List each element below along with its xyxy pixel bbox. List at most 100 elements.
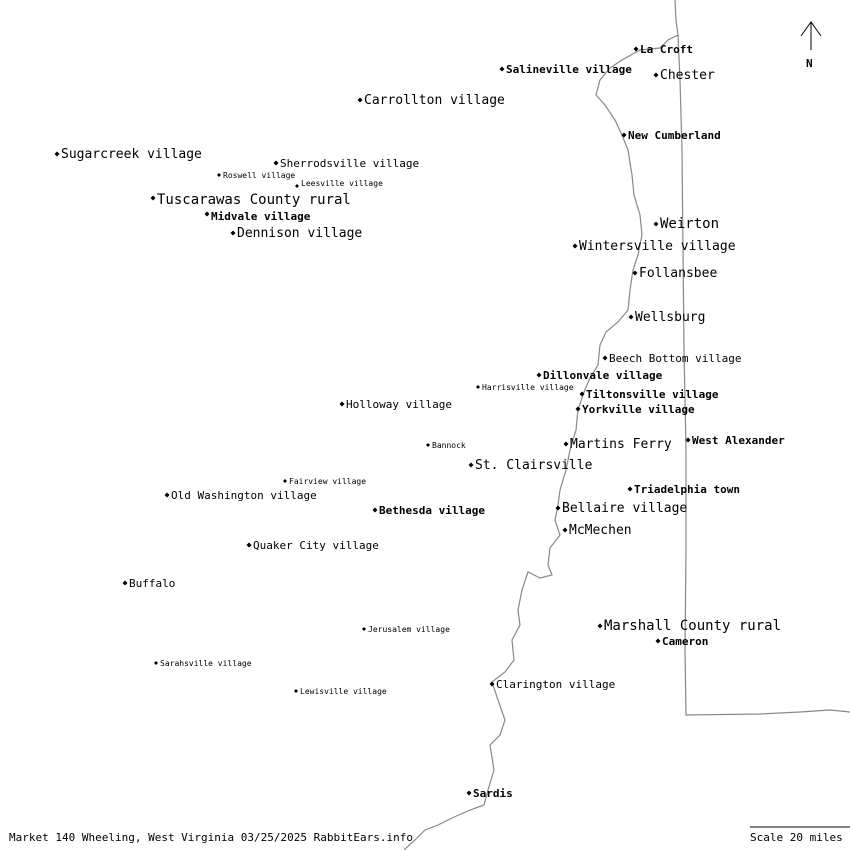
place-marker-icon	[246, 542, 252, 548]
place-marker-icon	[685, 437, 691, 443]
place-jerusalem-village: Jerusalem village	[362, 625, 450, 634]
place-marker-icon	[655, 638, 661, 644]
place-dennison-village: Dennison village	[230, 226, 362, 241]
place-west-alexander: West Alexander	[685, 434, 785, 447]
place-marker-icon	[204, 211, 210, 217]
place-new-cumberland: New Cumberland	[621, 129, 721, 142]
place-holloway-village: Holloway village	[339, 398, 452, 411]
place-label: Triadelphia town	[634, 483, 740, 496]
place-label: Tiltonsville village	[586, 388, 719, 401]
place-marker-icon	[283, 479, 287, 483]
place-marker-icon	[164, 492, 170, 498]
place-label: Wintersville village	[579, 239, 736, 254]
place-marker-icon	[536, 372, 542, 378]
place-marker-icon	[295, 184, 299, 188]
place-marker-icon	[466, 790, 472, 796]
wv-pa-border	[677, 34, 850, 716]
place-label: Fairview village	[289, 477, 366, 486]
place-marker-icon	[653, 221, 659, 227]
place-label: Dillonvale village	[543, 369, 663, 382]
place-marker-icon	[621, 132, 627, 138]
place-label: Weirton	[660, 216, 719, 232]
place-roswell-village: Roswell village	[217, 171, 295, 180]
place-marker-icon	[555, 505, 561, 511]
place-bannock: Bannock	[426, 441, 466, 450]
place-label: Bellaire village	[562, 501, 687, 516]
place-la-croft: La Croft	[633, 43, 693, 56]
place-label: Sardis	[473, 787, 513, 800]
place-sarahsville-village: Sarahsville village	[154, 659, 252, 668]
place-label: Yorkville village	[582, 403, 695, 416]
scale-label: Scale 20 miles	[750, 831, 843, 844]
place-sherrodsville-village: Sherrodsville village	[273, 157, 419, 170]
place-clarington-village: Clarington village	[489, 678, 615, 691]
place-marker-icon	[476, 385, 480, 389]
place-marker-icon	[54, 151, 60, 157]
place-label: Clarington village	[496, 678, 615, 691]
place-label: St. Clairsville	[475, 458, 593, 473]
place-old-washington-village: Old Washington village	[164, 489, 317, 502]
place-fairview-village: Fairview village	[283, 477, 366, 486]
place-label: Salineville village	[506, 63, 632, 76]
place-marker-icon	[150, 195, 156, 201]
place-chester: Chester	[653, 68, 715, 83]
place-marker-icon	[499, 66, 505, 72]
place-sardis: Sardis	[466, 787, 513, 800]
place-label: Martins Ferry	[570, 437, 672, 452]
place-st-clairsville: St. Clairsville	[468, 458, 593, 473]
place-marker-icon	[627, 486, 633, 492]
place-marker-icon	[230, 230, 236, 236]
north-arrow: N	[800, 21, 822, 70]
place-tuscarawas-county-rural: Tuscarawas County rural	[150, 192, 351, 208]
place-buffalo: Buffalo	[122, 577, 175, 590]
place-label: Tuscarawas County rural	[157, 192, 351, 208]
place-label: Old Washington village	[171, 489, 317, 502]
place-marker-icon	[575, 406, 581, 412]
place-label: West Alexander	[692, 434, 785, 447]
place-harrisville-village: Harrisville village	[476, 383, 574, 392]
place-marker-icon	[633, 46, 639, 52]
ohio-river-border	[403, 0, 679, 850]
place-marker-icon	[122, 580, 128, 586]
place-label: Jerusalem village	[368, 625, 450, 634]
place-sugarcreek-village: Sugarcreek village	[54, 147, 202, 162]
place-marker-icon	[468, 462, 474, 468]
place-triadelphia-town: Triadelphia town	[627, 483, 740, 496]
place-label: Leesville village	[301, 179, 383, 188]
state-borders	[403, 0, 850, 850]
place-marker-icon	[602, 355, 608, 361]
place-marker-icon	[563, 441, 569, 447]
place-label: Wellsburg	[635, 310, 705, 325]
place-label: Roswell village	[223, 171, 295, 180]
place-marker-icon	[294, 689, 298, 693]
place-marker-icon	[632, 270, 638, 276]
place-mcmechen: McMechen	[562, 523, 632, 538]
place-marker-icon	[489, 681, 495, 687]
place-dillonvale-village: Dillonvale village	[536, 369, 663, 382]
place-label: La Croft	[640, 43, 693, 56]
place-bethesda-village: Bethesda village	[372, 504, 485, 517]
place-quaker-city-village: Quaker City village	[246, 539, 379, 552]
place-weirton: Weirton	[653, 216, 719, 232]
place-marshall-county-rural: Marshall County rural	[597, 618, 781, 634]
north-arrow-icon	[800, 21, 822, 50]
place-marker-icon	[273, 160, 279, 166]
place-label: Dennison village	[237, 226, 362, 241]
place-follansbee: Follansbee	[632, 266, 717, 281]
place-marker-icon	[572, 243, 578, 249]
place-salineville-village: Salineville village	[499, 63, 632, 76]
north-label: N	[806, 57, 813, 70]
place-martins-ferry: Martins Ferry	[563, 437, 672, 452]
place-label: Beech Bottom village	[609, 352, 741, 365]
place-label: Sherrodsville village	[280, 157, 419, 170]
place-label: Quaker City village	[253, 539, 379, 552]
place-label: Holloway village	[346, 398, 452, 411]
place-label: Sugarcreek village	[61, 147, 202, 162]
place-marker-icon	[653, 72, 659, 78]
place-leesville-village: Leesville village	[295, 179, 383, 188]
place-marker-icon	[357, 97, 363, 103]
place-label: Cameron	[662, 635, 708, 648]
place-label: Harrisville village	[482, 383, 574, 392]
